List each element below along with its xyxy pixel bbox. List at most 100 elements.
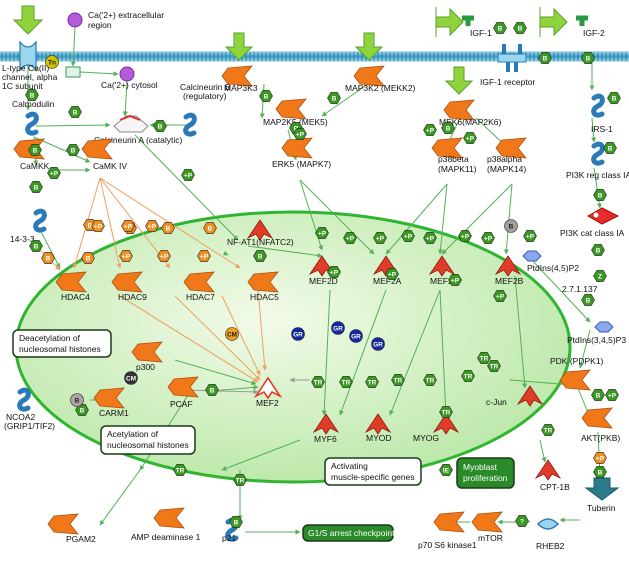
- cpt1b-node[interactable]: [534, 459, 562, 481]
- pgam2-node[interactable]: [47, 513, 79, 535]
- map3k2-node[interactable]: [353, 65, 385, 87]
- myod-node[interactable]: [364, 413, 392, 435]
- p300-node[interactable]: [131, 341, 163, 363]
- svg-text:+P: +P: [404, 233, 413, 240]
- p1433-label: 14-3-3: [10, 234, 35, 244]
- myf6-node[interactable]: [312, 413, 340, 435]
- ca-extracellular-node[interactable]: [67, 12, 83, 28]
- svg-text:B: B: [498, 25, 503, 32]
- calcineurin-a-icon[interactable]: [113, 114, 149, 133]
- mef2-node[interactable]: [253, 376, 283, 400]
- irs1-icon[interactable]: [591, 93, 605, 118]
- pi3k-cat-icon[interactable]: [586, 207, 620, 225]
- hdac7-node[interactable]: [183, 271, 215, 293]
- mef2c-node[interactable]: [428, 255, 456, 277]
- badge-b-9: B: [441, 122, 455, 134]
- ltype-label-1: L-type Ca(II): [2, 63, 49, 73]
- p38beta-node[interactable]: [431, 137, 463, 159]
- carm1-node[interactable]: [93, 387, 125, 409]
- ncoa2-label-2: (GRIP1/TIF2): [4, 421, 55, 431]
- cjun-label: c-Jun: [486, 397, 507, 407]
- hdac9-node[interactable]: [111, 271, 143, 293]
- pi3k-reg-icon[interactable]: [591, 141, 605, 166]
- svg-text:TR: TR: [176, 467, 185, 474]
- akt-node[interactable]: [581, 407, 613, 429]
- myog-label: MYOG: [413, 433, 439, 443]
- ptdins345-icon[interactable]: [594, 321, 614, 333]
- activating-box[interactable]: Activating muscle-specific genes: [324, 457, 422, 486]
- camk4-node[interactable]: [81, 138, 113, 160]
- badge-p-orange-5: +P: [197, 250, 211, 262]
- mef2-label: MEF2: [256, 398, 279, 408]
- p38alpha-node[interactable]: [495, 137, 527, 159]
- erk5-node[interactable]: [281, 137, 313, 159]
- cjun-node[interactable]: [516, 385, 544, 407]
- svg-text:TR: TR: [544, 427, 553, 434]
- p38alpha-label-2: (MAPK14): [487, 164, 526, 174]
- badge-gr-2: GR: [349, 329, 363, 343]
- p1433-icon[interactable]: [33, 208, 47, 233]
- ncoa2-icon[interactable]: [17, 387, 31, 412]
- igf1-label: IGF-1: [470, 28, 492, 38]
- ltype-channel-icon[interactable]: [19, 40, 37, 72]
- p70-node[interactable]: [433, 511, 465, 533]
- ligand-arrow-mek6: [444, 66, 474, 95]
- rheb2-icon[interactable]: [536, 518, 560, 530]
- badge-b-20: B: [75, 404, 89, 416]
- svg-text:CM: CM: [227, 331, 237, 338]
- pcaf-node[interactable]: [167, 376, 199, 398]
- ca-cytosol-node[interactable]: [119, 66, 135, 82]
- ncoa2-label-1: NCOA2: [6, 412, 36, 422]
- badge-p-3: +P: [423, 124, 437, 136]
- pcaf-label: PCAF: [170, 399, 193, 409]
- mef2b-label: MEF2B: [495, 276, 524, 286]
- badge-p-4: +P: [463, 132, 477, 144]
- akt-label: AKT(PKB): [581, 433, 620, 443]
- ca-extra-label-2: region: [88, 20, 112, 30]
- ptdins45-icon[interactable]: [522, 250, 542, 262]
- svg-text:+P: +P: [330, 269, 339, 276]
- igf1-receptor-icon[interactable]: [497, 44, 527, 72]
- calcineurin-b-icon[interactable]: [183, 112, 197, 137]
- myog-node[interactable]: [432, 413, 460, 435]
- badge-p-8: +P: [481, 232, 495, 244]
- hdac5-node[interactable]: [247, 271, 279, 293]
- svg-text:+P: +P: [426, 235, 435, 242]
- ligand-arrow-ltype: [12, 5, 44, 35]
- erk5-label: ERK5 (MAPK7): [272, 159, 331, 169]
- igf2-label: IGF-2: [583, 28, 605, 38]
- badge-b-12: B: [493, 22, 507, 34]
- calcineurin-b-label-1: Calcineurin B: [180, 82, 231, 92]
- acetylation-box[interactable]: Acetylation of nucleosomal histones: [100, 425, 196, 455]
- map3k3-node[interactable]: [221, 65, 253, 87]
- myoblast-box[interactable]: Myoblast proliferation: [456, 457, 515, 489]
- pdk-node[interactable]: [559, 369, 591, 391]
- mek6-node[interactable]: [443, 99, 475, 121]
- badge-q: ?: [515, 515, 529, 527]
- igf1r-label: IGF-1 receptor: [480, 77, 535, 87]
- activating-text-2: muscle-specific genes: [331, 472, 415, 482]
- g1s-box[interactable]: G1/S arrest checkpoint: [302, 524, 395, 542]
- badge-b-16: B: [593, 189, 607, 201]
- nfat-node[interactable]: [246, 219, 274, 241]
- calmodulin-icon[interactable]: [25, 111, 39, 136]
- mef2b-node[interactable]: [494, 255, 522, 277]
- map2k5-node[interactable]: [275, 98, 307, 120]
- camk4-label: CaMK IV: [93, 161, 127, 171]
- svg-text:B: B: [596, 247, 601, 254]
- deacetylation-box[interactable]: Deacetylation of nucleosomal histones: [12, 329, 112, 358]
- mtor-node[interactable]: [471, 511, 503, 533]
- igf1-ligand-icon[interactable]: [462, 15, 474, 26]
- mef2a-label: MEF2A: [373, 276, 402, 286]
- badge-p-15: +P: [327, 266, 341, 278]
- igf2-ligand-icon[interactable]: [576, 15, 588, 26]
- svg-text:+P: +P: [461, 233, 470, 240]
- ampd-node[interactable]: [153, 507, 185, 529]
- tuberin-icon[interactable]: [584, 477, 620, 501]
- p38alpha-label-1: p38alpha: [487, 154, 522, 164]
- hdac4-node[interactable]: [55, 271, 87, 293]
- svg-text:B: B: [34, 184, 39, 191]
- badge-b-3: B: [28, 144, 42, 156]
- badge-cm-0: CM: [225, 327, 239, 341]
